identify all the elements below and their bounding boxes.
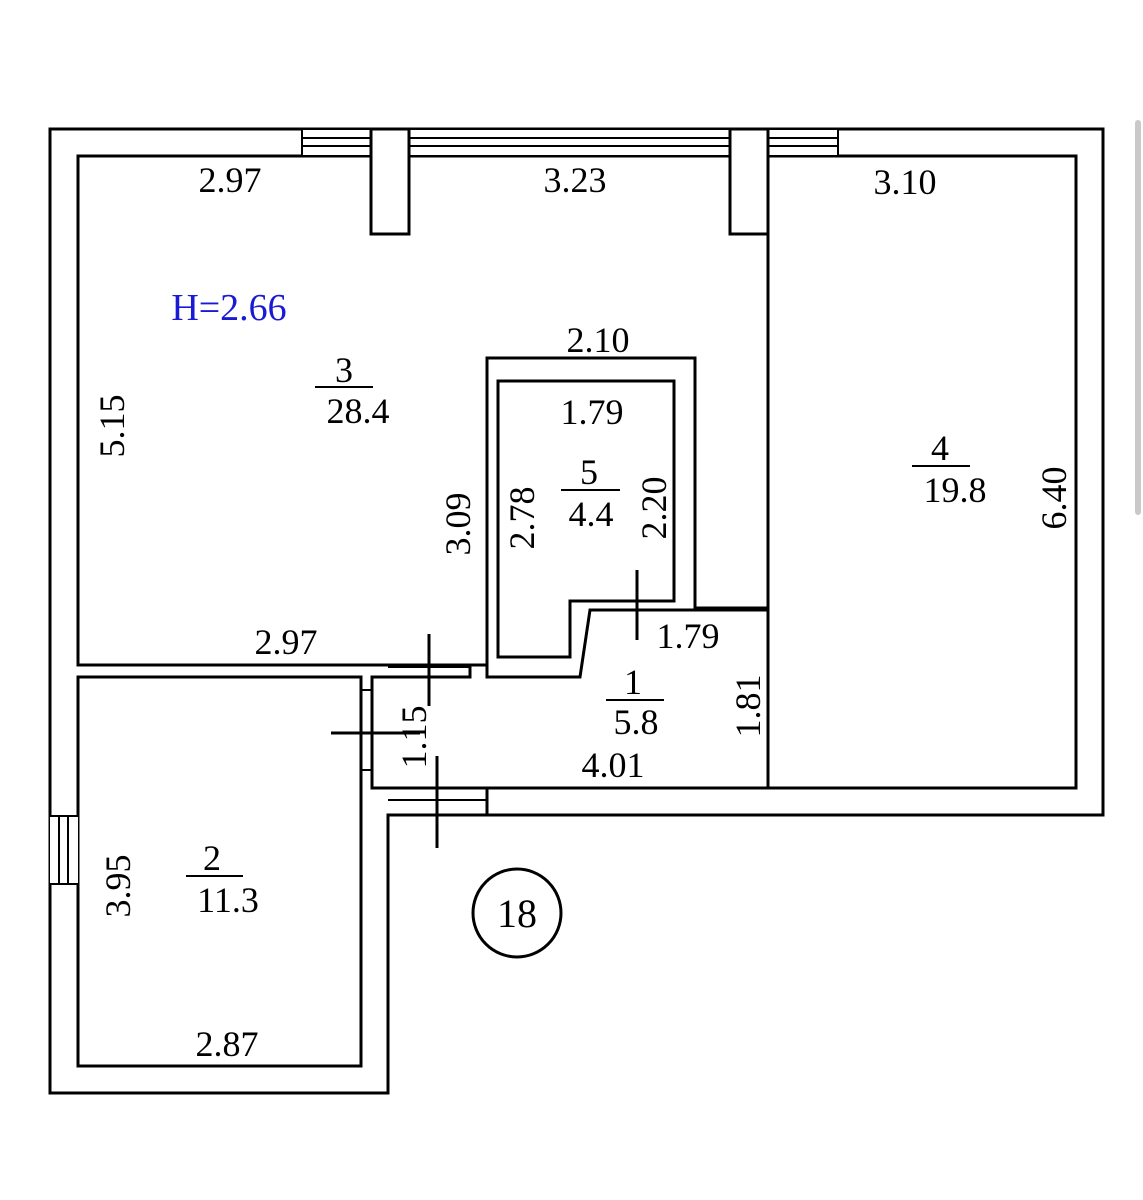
dashed-partitions — [700, 236, 770, 788]
dim-hall-top: 1.79 — [657, 616, 720, 656]
dimension-ticks — [331, 570, 639, 848]
room-label-3: 3 28.4 — [315, 350, 390, 431]
room-2-shape — [76, 675, 363, 1068]
dim-room4-top: 3.10 — [874, 162, 937, 202]
dim-room3-left: 5.15 — [92, 395, 132, 458]
dim-room3-top: 2.97 — [199, 160, 262, 200]
room-area: 5.8 — [614, 702, 659, 742]
room-label-5: 5 4.4 — [561, 452, 620, 534]
room-number: 5 — [580, 452, 598, 492]
dim-hall-bottom: 4.01 — [582, 745, 645, 785]
dim-hall-right: 1.81 — [728, 675, 768, 738]
room-area: 28.4 — [327, 391, 390, 431]
apartment-number-badge: 18 — [471, 867, 563, 959]
room-label-1: 1 5.8 — [606, 662, 664, 742]
scrollbar[interactable] — [1135, 120, 1141, 515]
dim-bath-outer-top: 2.10 — [567, 320, 630, 360]
room-label-4: 4 19.8 — [912, 428, 987, 510]
dim-room3-bottom: 2.97 — [255, 622, 318, 662]
room-area: 4.4 — [569, 494, 614, 534]
room-label-2: 2 11.3 — [186, 838, 259, 920]
dim-room4-right: 6.40 — [1034, 467, 1074, 530]
room-area: 19.8 — [924, 470, 987, 510]
dim-room2-bottom: 2.87 — [196, 1024, 259, 1064]
room-4-shape — [766, 154, 1078, 790]
apartment-number: 18 — [497, 891, 537, 936]
column-right — [728, 127, 770, 236]
dim-room2-left: 3.95 — [98, 855, 138, 918]
room-number: 2 — [203, 838, 221, 878]
room-area: 11.3 — [197, 880, 259, 920]
room-number: 4 — [931, 428, 949, 468]
room-5-bathroom — [496, 379, 676, 659]
ceiling-height-label: H=2.66 — [171, 287, 286, 329]
dim-bath-inner-right: 2.20 — [634, 477, 674, 540]
room-number: 3 — [335, 350, 353, 390]
dim-window-center: 3.23 — [544, 160, 607, 200]
room-number: 1 — [624, 662, 642, 702]
dim-hall-left: 1.15 — [394, 706, 434, 769]
dim-bath-inner-left: 2.78 — [502, 487, 542, 550]
column-left — [369, 127, 411, 236]
left-window — [50, 815, 78, 885]
dim-bath-outer-left: 3.09 — [438, 493, 478, 556]
room-1-hall — [370, 608, 770, 790]
dimension-labels: 2.97 3.23 3.10 5.15 2.10 1.79 3.09 2.78 … — [92, 160, 1074, 1064]
dim-bath-inner-top: 1.79 — [561, 392, 624, 432]
